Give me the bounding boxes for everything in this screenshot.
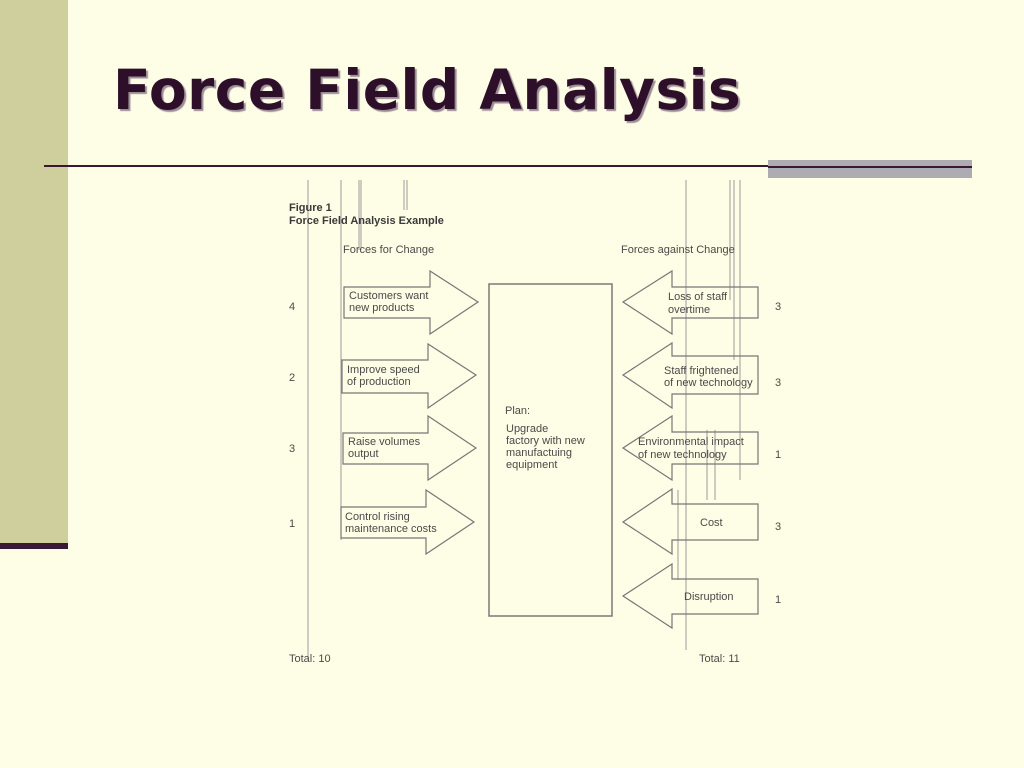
force-against-arrow: Disruption bbox=[621, 562, 759, 630]
force-against-arrow: Cost bbox=[621, 487, 759, 556]
force-against-arrow: Staff frightened of new technology bbox=[621, 341, 759, 410]
accent-bar bbox=[768, 160, 972, 178]
force-for-arrow: Improve speed of production bbox=[341, 342, 478, 410]
force-against-score: 3 bbox=[775, 301, 781, 313]
force-for-score: 4 bbox=[289, 301, 295, 313]
svg-text:maintenance costs: maintenance costs bbox=[345, 523, 437, 535]
svg-text:output: output bbox=[348, 448, 379, 460]
title-divider bbox=[44, 165, 972, 167]
plan-line: Upgrade bbox=[506, 423, 548, 435]
svg-text:Disruption: Disruption bbox=[684, 591, 734, 603]
total-for: Total: 10 bbox=[289, 653, 331, 665]
force-for-score: 2 bbox=[289, 372, 295, 384]
figure-caption: Force Field Analysis Example bbox=[289, 215, 444, 227]
svg-text:Control rising: Control rising bbox=[345, 511, 410, 523]
svg-text:Staff frightened: Staff frightened bbox=[664, 365, 738, 377]
svg-text:of production: of production bbox=[347, 376, 411, 388]
force-against-score: 3 bbox=[775, 521, 781, 533]
force-for-score: 3 bbox=[289, 443, 295, 455]
force-for-arrow: Customers want new products bbox=[343, 269, 480, 336]
force-against-score: 1 bbox=[775, 449, 781, 461]
plan-line: factory with new bbox=[506, 435, 585, 447]
scan-guide-lines bbox=[307, 180, 741, 660]
force-against-score: 3 bbox=[775, 377, 781, 389]
svg-text:Customers want: Customers want bbox=[349, 290, 428, 302]
plan-line: equipment bbox=[506, 459, 557, 471]
svg-text:new products: new products bbox=[349, 302, 415, 314]
plan-line: manufactuing bbox=[506, 447, 572, 459]
force-for-arrow: Raise volumes output bbox=[342, 414, 478, 482]
plan-box bbox=[488, 283, 613, 617]
forces-for-heading: Forces for Change bbox=[343, 244, 434, 256]
force-field-figure: Figure 1 Force Field Analysis Example Fo… bbox=[268, 180, 790, 675]
svg-text:Environmental impact: Environmental impact bbox=[638, 436, 744, 448]
force-against-score: 1 bbox=[775, 594, 781, 606]
accent-bar-rule bbox=[768, 166, 972, 168]
force-against-arrow: Loss of staff overtime bbox=[621, 269, 759, 336]
figure-number: Figure 1 bbox=[289, 202, 332, 214]
svg-text:Loss of staff: Loss of staff bbox=[668, 291, 728, 303]
svg-text:of new technology: of new technology bbox=[664, 377, 753, 389]
svg-text:Cost: Cost bbox=[700, 517, 723, 529]
slide-title: Force Field Analysis bbox=[113, 58, 742, 122]
force-for-arrow: Control rising maintenance costs bbox=[340, 488, 476, 556]
force-against-arrow: Environmental impact of new technology bbox=[621, 414, 759, 482]
sidebar-bottom-rule bbox=[0, 543, 68, 549]
force-field-diagram: Figure 1 Force Field Analysis Example Fo… bbox=[289, 180, 781, 665]
forces-against-heading: Forces against Change bbox=[621, 244, 735, 256]
svg-text:Raise volumes: Raise volumes bbox=[348, 436, 421, 448]
svg-text:Improve speed: Improve speed bbox=[347, 364, 420, 376]
svg-text:overtime: overtime bbox=[668, 304, 710, 316]
total-against: Total: 11 bbox=[699, 653, 740, 665]
plan-label: Plan: bbox=[505, 405, 530, 417]
svg-text:of new technology: of new technology bbox=[638, 449, 727, 461]
left-sidebar-decoration bbox=[0, 0, 68, 546]
force-for-score: 1 bbox=[289, 518, 295, 530]
